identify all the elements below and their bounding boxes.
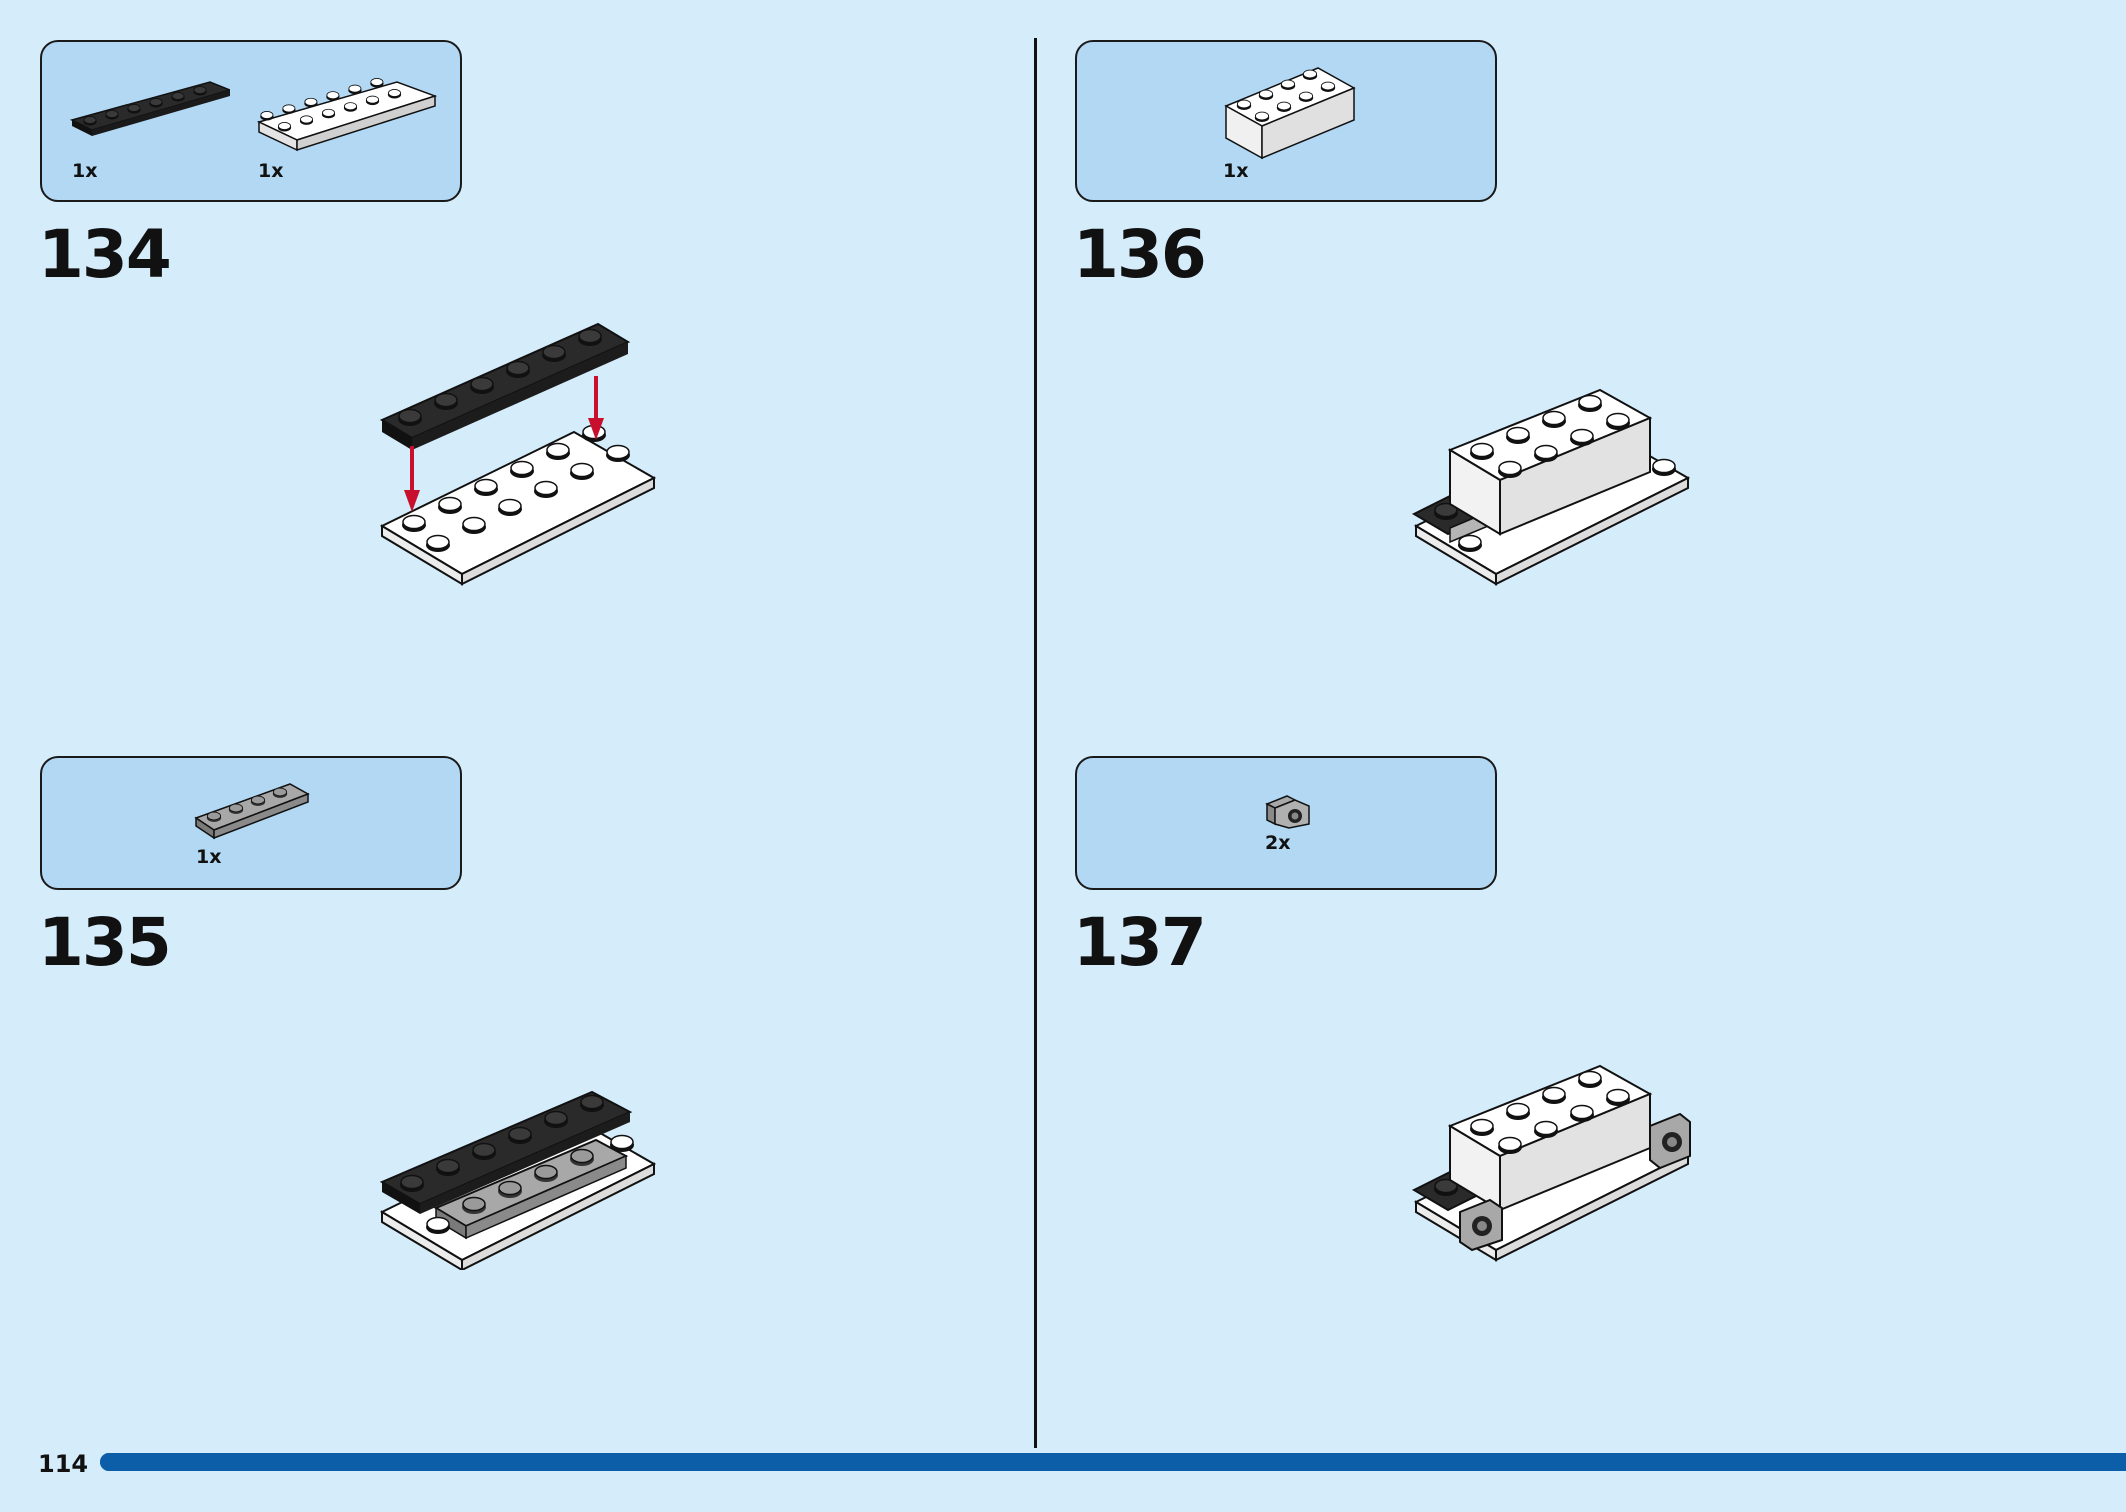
progress-fill	[100, 1453, 2126, 1471]
part-quantity: 1x	[258, 160, 284, 182]
parts-list-step-136: 1x	[1075, 40, 1497, 202]
gray-bracket	[1649, 1112, 1691, 1170]
placement-arrow-icon	[588, 376, 604, 440]
progress-bar	[100, 1453, 2126, 1471]
part-quantity: 1x	[196, 846, 222, 868]
placement-arrow-icon	[404, 446, 420, 512]
white-2x6-plate-icon	[257, 78, 437, 152]
step-number-137: 137	[1073, 904, 1207, 981]
part-quantity: 1x	[1223, 160, 1249, 182]
parts-list-step-134: 1x 1x	[40, 40, 462, 202]
step-137-assembly-diagram	[1411, 1064, 1691, 1262]
gray-1x4-plate-icon	[194, 783, 310, 840]
black-1x6-plate	[379, 322, 631, 450]
white-2x6-plate	[379, 424, 657, 586]
page-number: 114	[38, 1450, 89, 1478]
white-2x4-brick-icon	[1224, 67, 1356, 160]
step-134-assembly-diagram	[379, 322, 657, 586]
step-number-135: 135	[38, 904, 172, 981]
black-1x6-plate-icon	[70, 81, 230, 136]
step-135-assembly-diagram	[379, 1090, 657, 1270]
step-number-136: 136	[1073, 216, 1207, 293]
gray-bracket	[1459, 1198, 1503, 1252]
page-divider	[1034, 38, 1037, 1448]
step-number-134: 134	[38, 216, 172, 293]
step-136-assembly-diagram	[1411, 388, 1691, 586]
parts-list-step-135: 1x	[40, 756, 462, 890]
gray-bracket-icon	[1265, 795, 1310, 829]
part-quantity: 1x	[72, 160, 98, 182]
parts-list-step-137: 2x	[1075, 756, 1497, 890]
part-quantity: 2x	[1265, 832, 1291, 854]
